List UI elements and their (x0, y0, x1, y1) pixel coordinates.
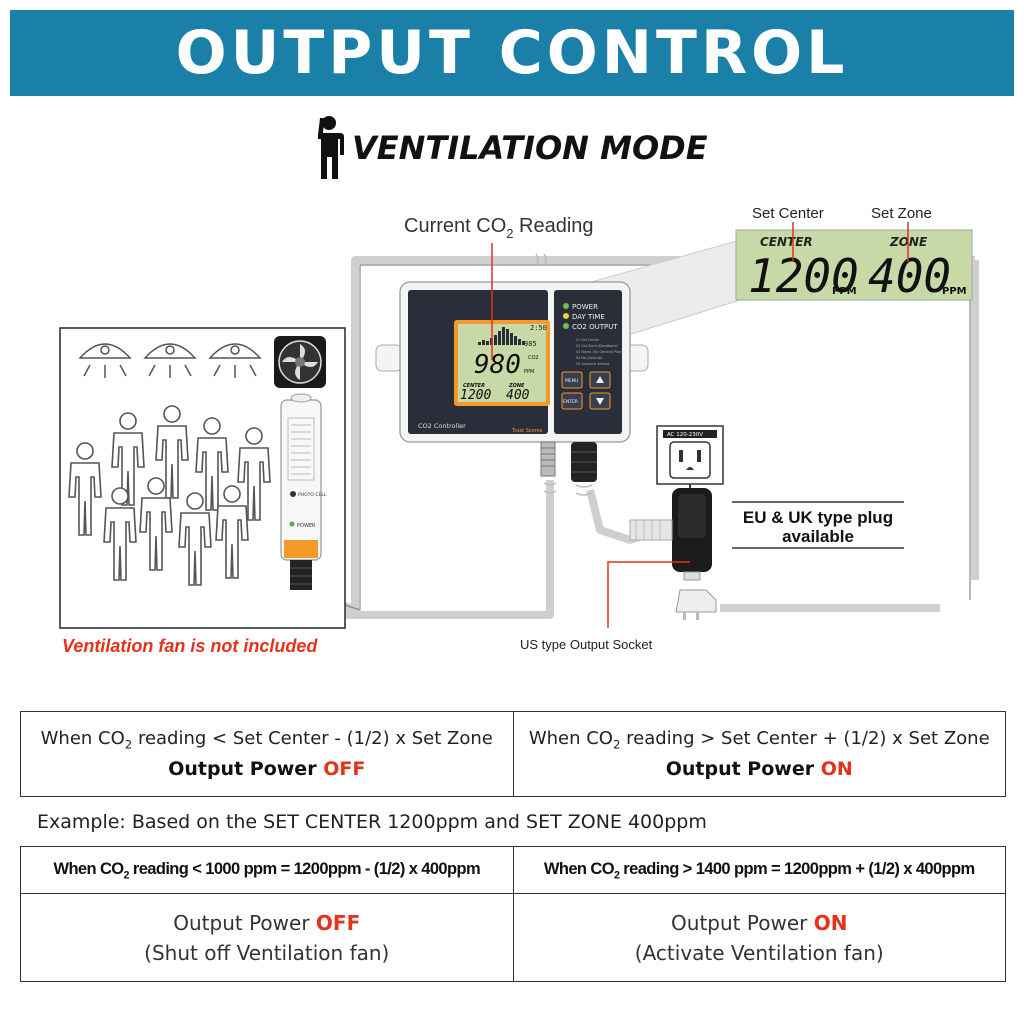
histogram-bar (510, 333, 513, 345)
controller-menu-item: 05 Advance Setting (576, 362, 609, 366)
histogram-bar (482, 340, 485, 345)
controller-zone-value: 400 (506, 388, 530, 403)
set-center-label: Set Center (752, 205, 824, 222)
controller-menu-item: 02 Set Zone (Deadband) (576, 344, 619, 348)
title-banner: OUTPUT CONTROL (10, 10, 1014, 96)
off-formula-cell: When CO2 reading < 1000 ppm = 1200ppm - … (20, 846, 514, 894)
ventilation-fan-icon (274, 336, 326, 388)
sensor-photo-label: PHOTO CELL (298, 492, 327, 498)
person-raising-hand-icon (318, 116, 344, 179)
controller-menu-item: 03 Name (for General Plan) (576, 350, 623, 354)
on-state-label: ON (820, 757, 853, 780)
people (68, 405, 271, 586)
controller-center-value: 1200 (460, 388, 491, 403)
fan-not-included-note: Ventilation fan is not included (62, 636, 318, 656)
histogram-bar (486, 341, 489, 345)
histogram-bar (502, 327, 505, 345)
histogram-bar (522, 341, 525, 345)
led-output-label: CO2 OUTPUT (572, 323, 618, 331)
on-formula-text: When CO2 reading > 1400 ppm = 1200ppm + … (543, 859, 975, 882)
person-figure-icon (178, 492, 212, 586)
controller-center-word: CENTER (463, 383, 485, 389)
controller-menu-item: 04 Re-Calibrate (576, 356, 602, 360)
enter-button[interactable] (561, 392, 583, 410)
on-condition-cell: When CO2 reading > Set Center + (1/2) x … (512, 711, 1006, 797)
menu-button-label: MENU (565, 378, 578, 384)
plug-note-line2: available (782, 527, 854, 546)
person-figure-icon (103, 487, 137, 581)
histogram-bar (498, 331, 501, 345)
histogram-bar (518, 339, 521, 345)
controller-zone-word: ZONE (508, 383, 525, 389)
on-result-note: (Activate Ventilation fan) (634, 940, 884, 965)
example-text: Example: Based on the SET CENTER 1200ppm… (37, 811, 707, 833)
co2-controller-unit: 2:50 985 980 CO2 PPM CENTER ZONE 1200 40… (375, 281, 649, 482)
person-figure-icon (139, 477, 173, 571)
ceiling-lights (78, 343, 262, 378)
condition-table: When CO2 reading < Set Center - (1/2) x … (20, 711, 1006, 797)
histogram-bar (506, 329, 509, 345)
off-condition-cell: When CO2 reading < Set Center - (1/2) x … (20, 711, 514, 797)
on-output-text: Output Power ON (665, 757, 853, 780)
set-zone-label: Set Zone (871, 205, 932, 222)
on-result-cell: Output Power ON (Activate Ventilation fa… (512, 893, 1006, 982)
controller-reading: 980 (474, 350, 521, 380)
off-result-text: Output Power OFF (173, 910, 361, 935)
example-table: When CO2 reading < 1000 ppm = 1200ppm - … (20, 846, 1006, 982)
led-daytime-label: DAY TIME (572, 313, 605, 321)
outlet-voltage-label: AC 120-230V (667, 432, 703, 438)
mode-title: VENTILATION MODE (352, 129, 708, 167)
socket-pointer (607, 561, 690, 628)
on-condition-text: When CO2 reading > Set Center + (1/2) x … (528, 728, 990, 752)
person-figure-icon (195, 417, 229, 511)
on-formula-cell: When CO2 reading > 1400 ppm = 1200ppm + … (512, 846, 1006, 894)
current-reading-label: Current CO2 Reading (404, 215, 594, 241)
led-power-label: POWER (572, 303, 598, 311)
menu-button[interactable] (561, 371, 583, 389)
inset-zone-value: 400 (868, 249, 951, 303)
enter-button-label: ENTER (563, 399, 578, 405)
person-figure-icon (155, 405, 189, 499)
controller-ppm-tag: PPM (524, 369, 534, 375)
inset-center-word: CENTER (760, 235, 813, 249)
wall-outlet: AC 120-230V (656, 425, 724, 485)
off-result-note: (Shut off Ventilation fan) (144, 940, 390, 965)
off-state-label: OFF (323, 757, 366, 780)
controller-menu-list: 01 Set Center 02 Set Zone (Deadband) 03 Na… (576, 338, 623, 366)
off-condition-text: When CO2 reading < Set Center - (1/2) x … (40, 728, 493, 752)
off-result-cell: Output Power OFF (Shut off Ventilation f… (20, 893, 514, 982)
person-figure-icon (111, 412, 145, 506)
lcd-zoom-inset: CENTER ZONE 1200 PPM 400 PPM (735, 229, 973, 303)
histogram-bar (478, 342, 481, 345)
off-result-state: OFF (315, 910, 361, 935)
output-plug-adapter (629, 484, 717, 620)
co2-sensor-probe: PHOTO CELL POWER (280, 393, 327, 590)
page-title: OUTPUT CONTROL (175, 18, 849, 88)
socket-caption: US type Output Socket (520, 637, 653, 652)
controller-name: CO2 Controller (418, 422, 466, 430)
controller-brand: Trust Scores (511, 428, 543, 434)
sensor-power-label: POWER (297, 523, 316, 529)
off-formula-text: When CO2 reading < 1000 ppm = 1200ppm - … (53, 859, 481, 882)
inset-center-unit: PPM (832, 286, 857, 297)
on-result-state: ON (813, 910, 848, 935)
person-figure-icon (68, 442, 102, 536)
on-result-text: Output Power ON (671, 910, 848, 935)
off-output-text: Output Power OFF (168, 757, 366, 780)
person-figure-icon (237, 427, 271, 521)
controller-menu-item: 01 Set Center (576, 338, 600, 342)
controller-co2-tag: CO2 (528, 355, 539, 361)
controller-humidity: 985 (524, 340, 537, 348)
plug-note-line1: EU & UK type plug (743, 508, 893, 527)
histogram-bar (514, 336, 517, 345)
person-figure-icon (215, 485, 249, 579)
mode-heading: VENTILATION MODE (312, 115, 708, 181)
controller-time: 2:50 (530, 324, 547, 332)
inset-zone-unit: PPM (942, 286, 967, 297)
histogram-bar (494, 335, 497, 345)
inset-center-value: 1200 (748, 249, 859, 303)
wiring-diagram: PHOTO CELL POWER 2:50 985 980 CO2 PPM CE… (59, 205, 979, 656)
